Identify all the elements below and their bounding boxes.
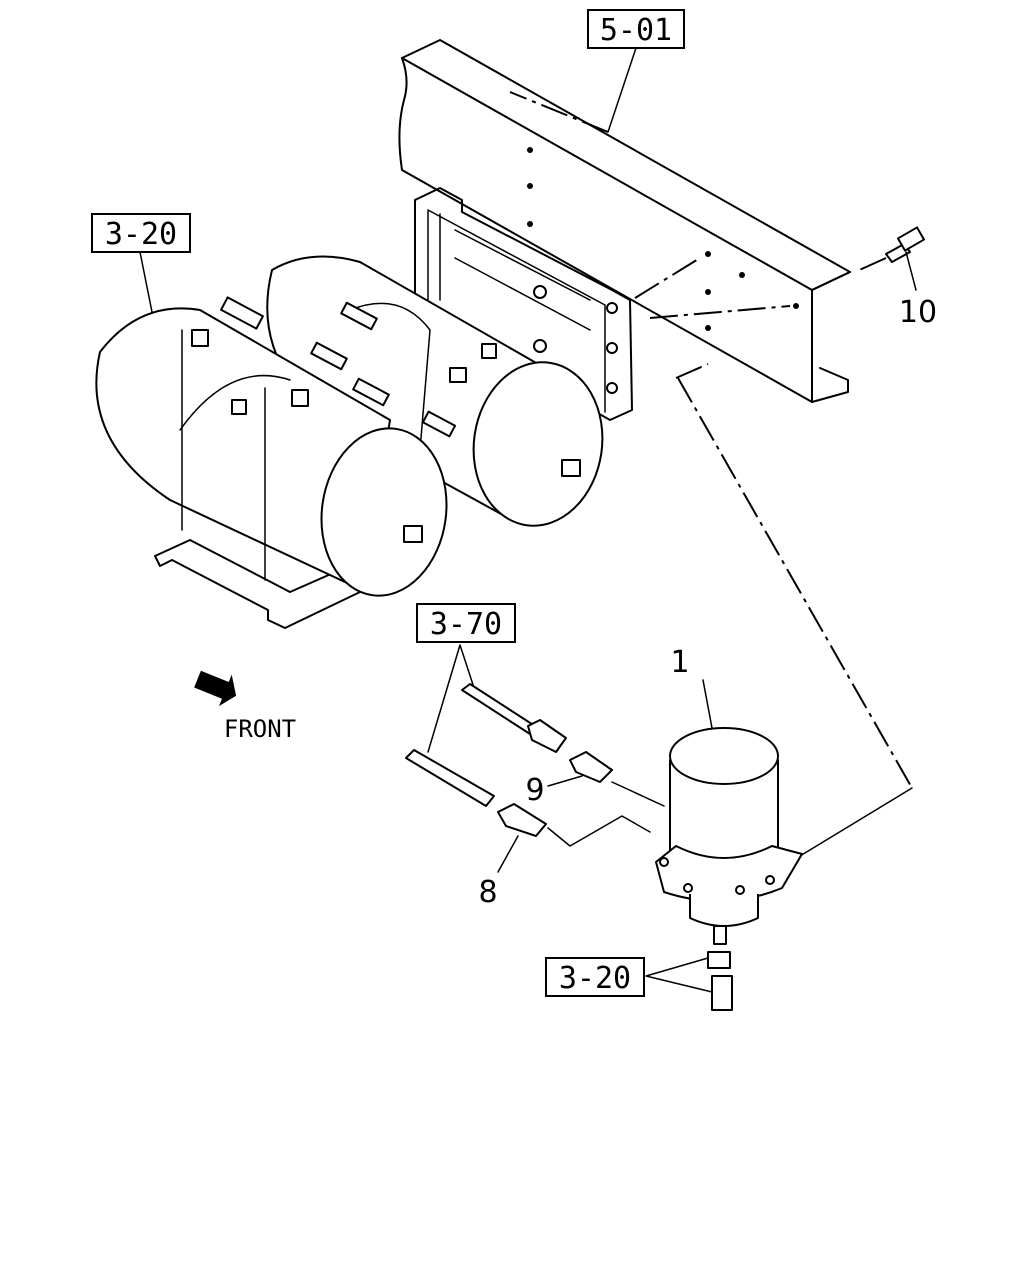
ref-box-tanks (91, 213, 191, 253)
ref-box-pipes (416, 603, 516, 643)
air-tank-front (95, 296, 457, 597)
tank-saddle (154, 539, 361, 629)
ref-label-pipes: 3-70 (430, 607, 502, 642)
callout-10: 10 (899, 295, 937, 330)
drain-parts (707, 951, 733, 1011)
ref-box-frame (587, 9, 685, 49)
callout-1: 1 (670, 645, 689, 680)
front-arrow-icon (194, 670, 237, 707)
ref-label-frame: 5-01 (600, 13, 672, 48)
ref-box-drain (545, 957, 645, 997)
bolt-part-10 (854, 226, 926, 291)
front-label: FRONT (224, 715, 296, 743)
air-dryer-part-1 (655, 727, 803, 945)
ref-label-drain: 3-20 (559, 961, 631, 996)
leader-lines (139, 47, 913, 993)
connector-part-9 (569, 751, 613, 783)
callout-8: 8 (478, 875, 497, 910)
frame-rail (398, 39, 851, 403)
ref-label-tanks: 3-20 (105, 217, 177, 252)
pipes (405, 683, 567, 807)
connector-part-8 (497, 803, 547, 837)
callout-9: 9 (525, 773, 544, 808)
